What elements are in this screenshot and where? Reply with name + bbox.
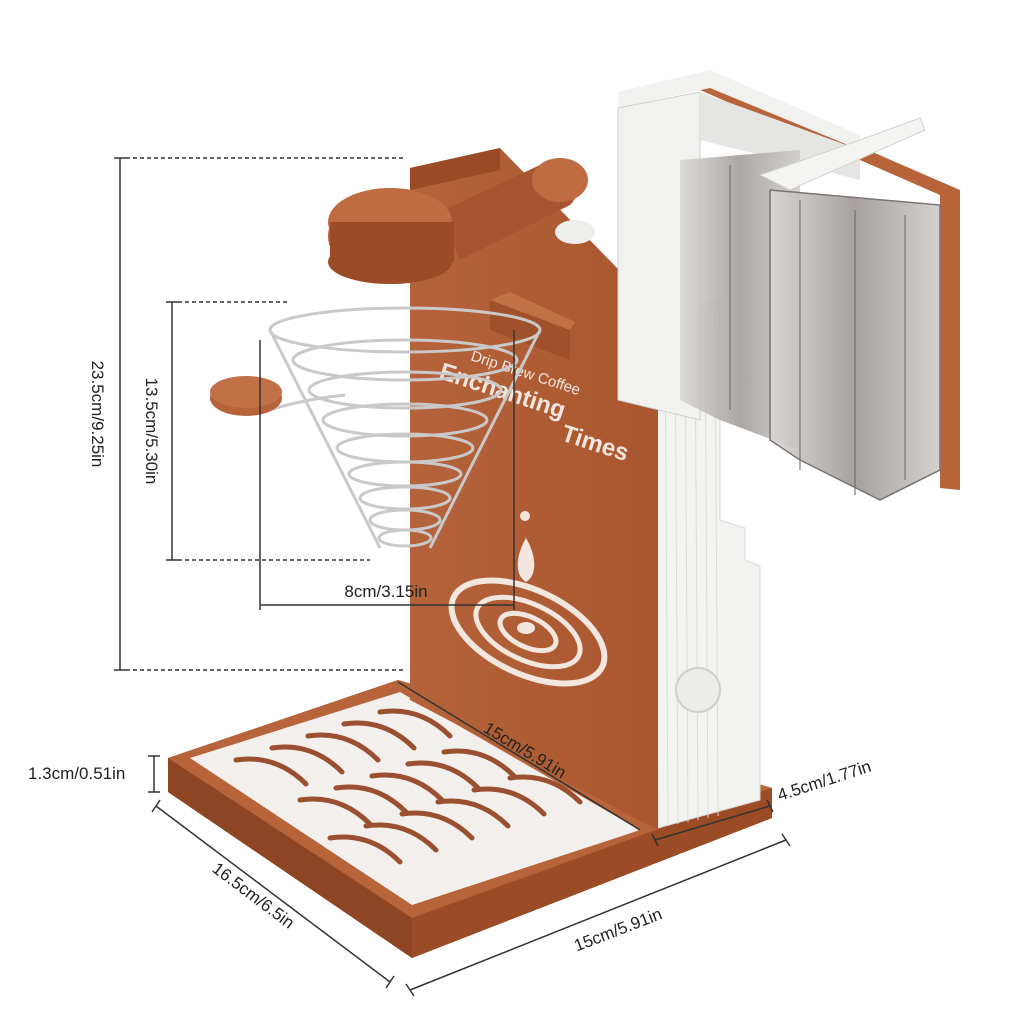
tray-thickness-label: 1.3cm/0.51in <box>28 764 125 783</box>
dripper-handle <box>210 376 282 416</box>
stand-depth-label: 4.5cm/1.77in <box>775 757 873 805</box>
water-tank <box>617 70 960 501</box>
dial-knob <box>675 667 721 713</box>
ripple-icon <box>448 577 608 687</box>
water-drop-icon <box>517 511 535 582</box>
tray-slots <box>233 708 583 865</box>
dripper-width-label: 8cm/3.15in <box>344 582 427 601</box>
tray-grate <box>190 692 640 905</box>
tray-width-label: 15cm/5.91in <box>571 904 664 955</box>
spoon-arm <box>328 158 595 284</box>
dimension-lines <box>114 157 791 997</box>
wire-dripper <box>268 306 542 549</box>
dripper-height-label: 13.5cm/5.30in <box>142 378 161 485</box>
main-panel: Drip Brew Coffee Enchanting Times <box>410 148 658 830</box>
total-height-label: 23.5cm/9.25in <box>88 361 107 468</box>
